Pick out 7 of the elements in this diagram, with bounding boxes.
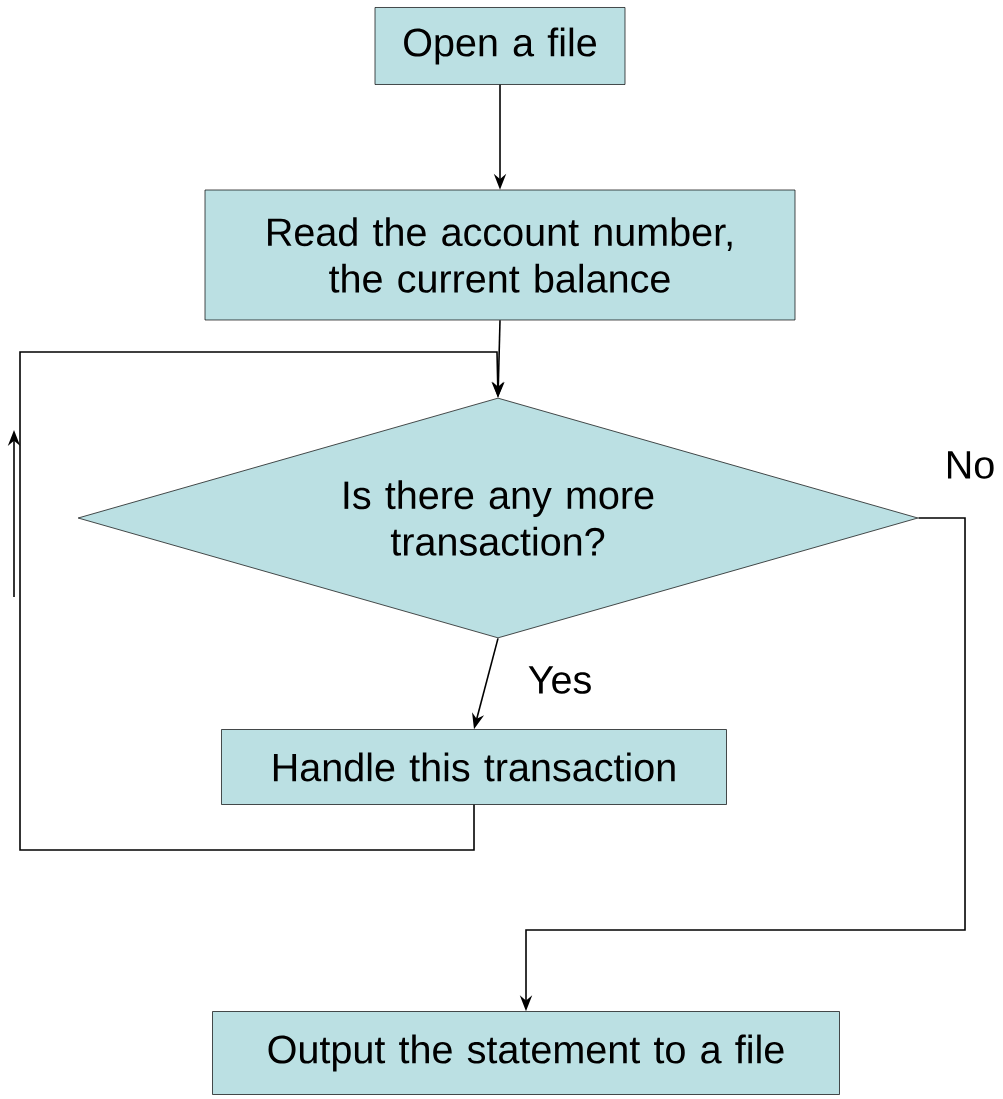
edge-label: No bbox=[948, 451, 994, 479]
arrow bbox=[19, 351, 504, 851]
process-box: Handle this transaction bbox=[221, 729, 727, 805]
process-box: Open a file bbox=[374, 7, 626, 85]
process-box: Output the statement to a file bbox=[212, 1011, 840, 1095]
edge-label: Yes bbox=[528, 666, 591, 694]
process-box: Read the account number, the current balance bbox=[204, 189, 796, 321]
